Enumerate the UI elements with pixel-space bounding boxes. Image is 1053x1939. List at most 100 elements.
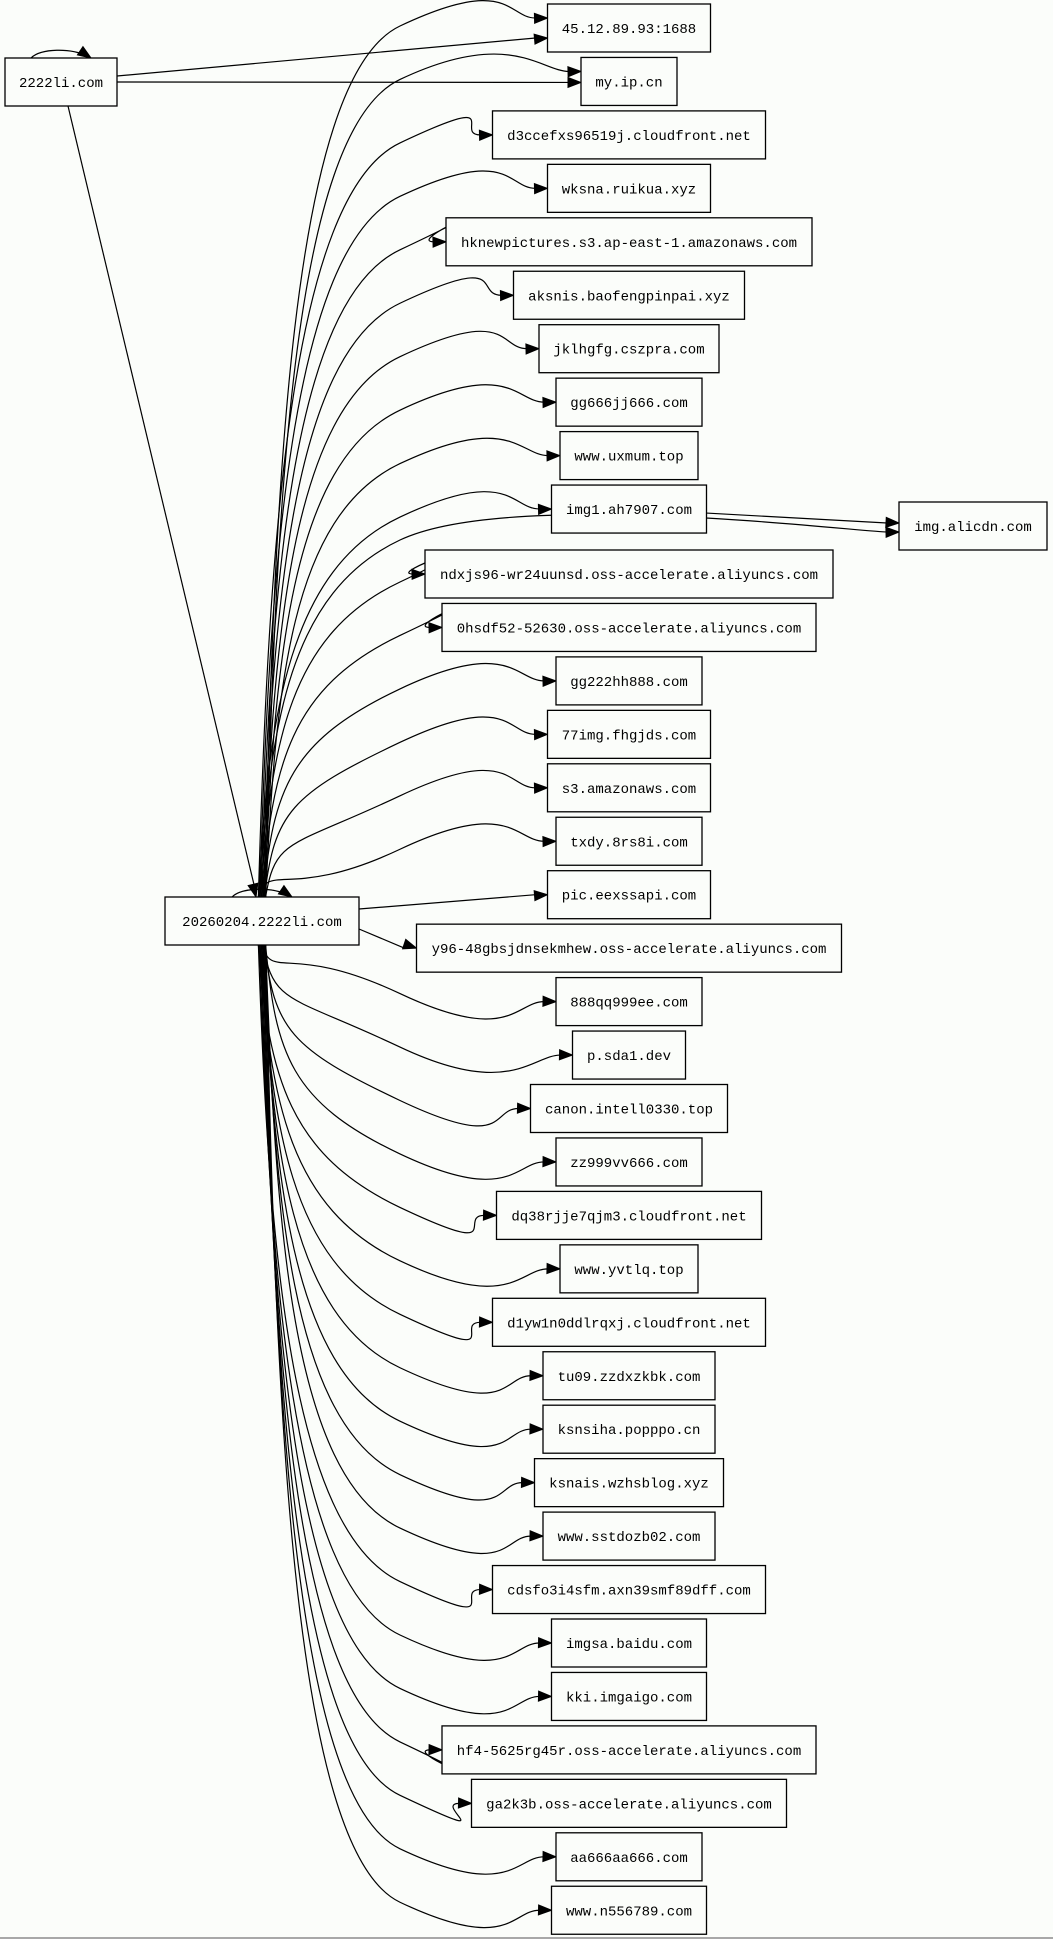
edge-hub-to-n9 — [257, 491, 553, 898]
node-box — [512, 270, 746, 320]
node-n1[interactable]: my.ip.cn — [580, 56, 678, 107]
node-n5[interactable]: aksnis.baofengpinpai.xyz — [512, 270, 746, 320]
edge-line — [261, 944, 452, 1768]
edge-hub-to-n11 — [261, 609, 452, 898]
node-label: 20260204.2222li.com — [182, 915, 342, 931]
node-n12[interactable]: gg222hh888.com — [555, 656, 703, 706]
arrowhead-icon — [542, 1850, 558, 1863]
edge-line — [262, 944, 561, 1073]
node-n9[interactable]: img1.ah7907.com — [550, 484, 708, 534]
node-label: 2222li.com — [19, 76, 103, 92]
node-hub[interactable]: 20260204.2222li.com — [164, 896, 360, 946]
arrowhead-icon — [482, 1209, 498, 1221]
node-n20[interactable]: canon.intell0330.top — [529, 1083, 729, 1134]
node-n26[interactable]: ksnsiha.popppo.cn — [542, 1404, 716, 1454]
node-box — [546, 709, 712, 759]
node-n31[interactable]: kki.imgaigo.com — [550, 1671, 708, 1722]
node-n0[interactable]: 45.12.89.93:1688 — [546, 3, 712, 53]
edge-hub-to-n32 — [261, 944, 452, 1768]
node-n34[interactable]: aa666aa666.com — [555, 1832, 703, 1882]
node-n2[interactable]: d3ccefxs96519j.cloudfront.net — [491, 110, 767, 160]
arrowhead-icon — [533, 728, 549, 741]
arrowhead-icon — [542, 1155, 558, 1168]
node-n24[interactable]: d1yw1n0ddlrqxj.cloudfront.net — [491, 1297, 767, 1347]
edge-line — [257, 491, 540, 898]
node-box — [164, 896, 360, 946]
arrowhead-icon — [537, 1904, 553, 1916]
node-n22[interactable]: dq38rjje7qjm3.cloudfront.net — [495, 1190, 763, 1241]
edge-line — [262, 662, 545, 898]
node-root[interactable]: 2222li.com — [4, 57, 118, 107]
arrowhead-icon — [546, 450, 562, 462]
node-n8[interactable]: www.uxmum.top — [559, 430, 699, 481]
node-n28[interactable]: www.sstdozb02.com — [542, 1511, 716, 1561]
edge-hub-to-n12 — [262, 662, 558, 898]
arrowhead-icon — [478, 1583, 494, 1595]
node-label: canon.intell0330.top — [545, 1103, 713, 1119]
node-n17[interactable]: y96-48gbsjdnsekmhew.oss-accelerate.aliyu… — [415, 923, 843, 973]
node-n30[interactable]: imgsa.baidu.com — [550, 1618, 708, 1668]
node-label: s3.amazonaws.com — [562, 782, 696, 798]
node-n13[interactable]: 77img.fhgjds.com — [546, 709, 712, 759]
arrowhead-icon — [428, 622, 444, 634]
edge-line — [262, 330, 528, 898]
arrowhead-icon — [567, 76, 583, 89]
arrowhead-icon — [533, 782, 549, 794]
node-n27[interactable]: ksnais.wzhsblog.xyz — [533, 1458, 725, 1508]
edge-hub-to-n35 — [265, 944, 553, 1929]
node-box — [555, 1832, 703, 1882]
node-n18[interactable]: 888qq999ee.com — [555, 976, 703, 1027]
node-n16[interactable]: pic.eexssapi.com — [546, 870, 712, 920]
node-box — [550, 1618, 708, 1668]
edge-line — [260, 556, 447, 898]
arrowhead-icon — [533, 33, 549, 45]
node-n21[interactable]: zz999vv666.com — [555, 1137, 703, 1187]
node-n33[interactable]: ga2k3b.oss-accelerate.aliyuncs.com — [470, 1778, 788, 1828]
node-alicdn[interactable]: img.alicdn.com — [898, 501, 1048, 551]
node-n19[interactable]: p.sda1.dev — [571, 1030, 687, 1080]
nodes-layer: 2222li.com 20260204.2222li.com 45.12.89.93… — [4, 3, 1048, 1935]
node-n15[interactable]: txdy.8rs8i.com — [555, 816, 703, 866]
edge-line — [263, 944, 523, 1501]
node-label: aa666aa666.com — [570, 1851, 688, 1867]
node-n4[interactable]: hknewpictures.s3.ap-east-1.amazonaws.com — [445, 217, 813, 267]
node-n35[interactable]: www.n556789.com — [550, 1885, 708, 1935]
edge-line — [257, 823, 545, 898]
node-n10[interactable]: ndxjs96-wr24uunsd.oss-accelerate.aliyunc… — [424, 549, 834, 599]
arrowhead-icon — [76, 45, 93, 59]
node-box — [555, 377, 703, 427]
edge-hub-to-n24 — [260, 944, 494, 1341]
node-label: img1.ah7907.com — [566, 503, 692, 519]
node-n14[interactable]: s3.amazonaws.com — [546, 763, 712, 813]
node-label: txdy.8rs8i.com — [570, 835, 688, 851]
node-box — [555, 656, 703, 706]
node-label: 0hsdf52-52630.oss-accelerate.aliyuncs.co… — [457, 621, 801, 637]
arrowhead-icon — [542, 995, 558, 1008]
node-label: pic.eexssapi.com — [562, 889, 696, 905]
node-box — [415, 923, 843, 973]
node-n6[interactable]: jklhgfg.cszpra.com — [538, 324, 720, 374]
node-n32[interactable]: hf4-5625rg45r.oss-accelerate.aliyuncs.co… — [441, 1725, 817, 1775]
edge-hub-to-n23 — [259, 944, 562, 1287]
edge-line — [257, 117, 481, 898]
node-n11[interactable]: 0hsdf52-52630.oss-accelerate.aliyuncs.co… — [441, 602, 817, 653]
node-n23[interactable]: www.yvtlq.top — [559, 1244, 699, 1294]
node-box — [542, 1404, 716, 1454]
node-label: dq38rjje7qjm3.cloudfront.net — [511, 1209, 746, 1225]
edge-hub-to-n28 — [265, 944, 545, 1555]
edge-line — [261, 944, 532, 1394]
node-box — [550, 484, 708, 534]
node-n7[interactable]: gg666jj666.com — [555, 377, 703, 427]
edge-root-to-n0 — [116, 33, 549, 77]
edge-n9-to-alicdn — [706, 512, 901, 529]
node-n25[interactable]: tu09.zzdxzkbk.com — [542, 1351, 716, 1401]
node-box — [470, 1778, 788, 1828]
node-n3[interactable]: wksna.ruikua.xyz — [546, 163, 712, 214]
arrowhead-icon — [533, 182, 549, 195]
node-box — [559, 430, 699, 481]
arrowhead-icon — [546, 1262, 562, 1275]
node-n29[interactable]: cdsfo3i4sfm.axn39smf89dff.com — [491, 1564, 767, 1615]
arrowhead-icon — [533, 12, 549, 25]
arrowhead-icon — [478, 1316, 494, 1328]
